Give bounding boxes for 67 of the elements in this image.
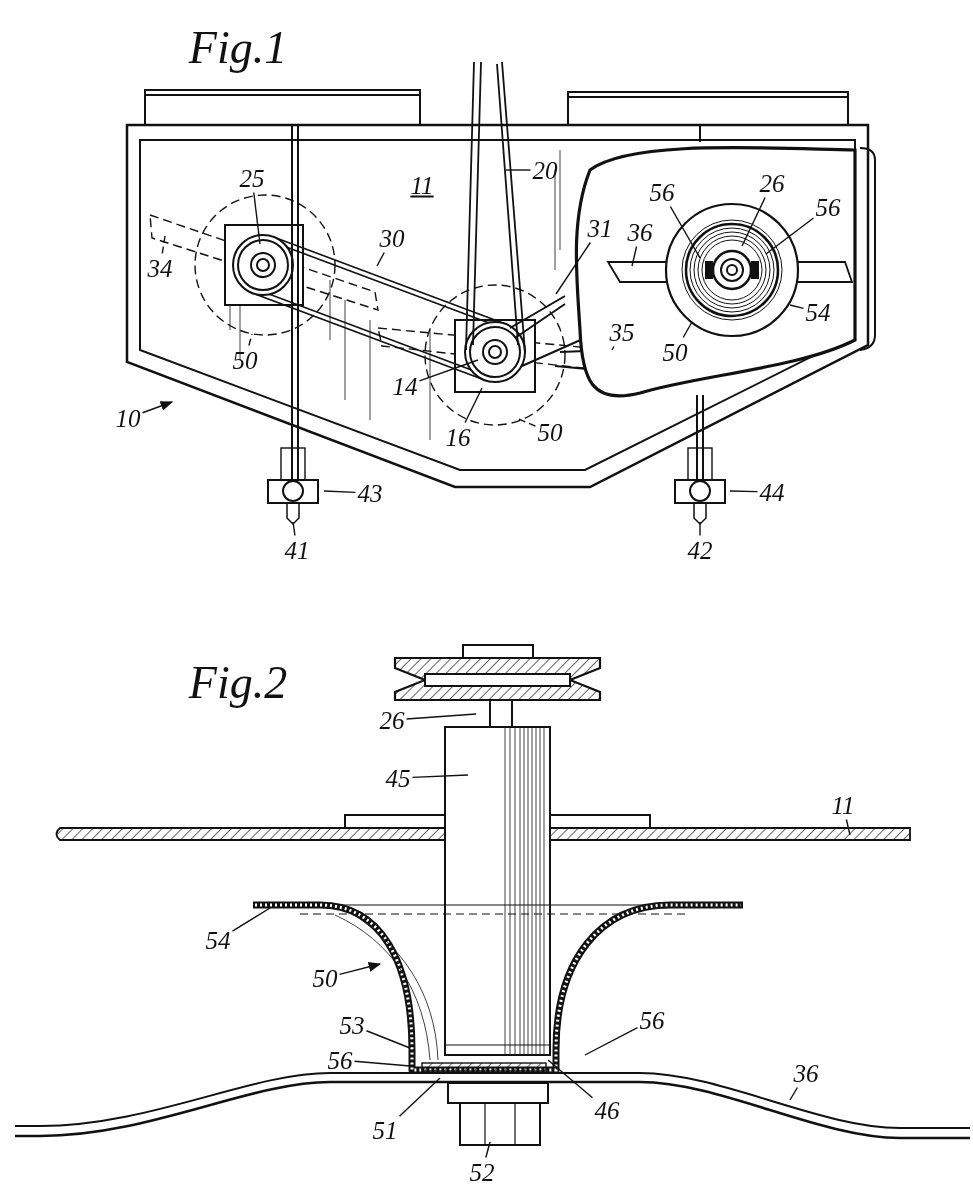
reference-numeral: 35 xyxy=(609,319,635,345)
reference-numeral: 31 xyxy=(587,215,613,241)
reference-numeral: 56 xyxy=(327,1047,353,1073)
leader-line xyxy=(398,1077,441,1117)
reference-numeral: 50 xyxy=(312,965,338,991)
leader-line xyxy=(418,359,479,382)
leader-line xyxy=(631,245,638,267)
figure-title: Fig.2 xyxy=(188,660,288,706)
leader-line xyxy=(505,169,532,171)
reference-numeral: 11 xyxy=(831,792,855,818)
leader-line xyxy=(376,251,385,267)
leader-line xyxy=(682,321,693,339)
reference-numeral: 16 xyxy=(445,424,471,450)
reference-numeral: 52 xyxy=(469,1159,495,1185)
leader-line xyxy=(547,1059,594,1099)
leader-line xyxy=(611,345,615,351)
leader-line xyxy=(411,774,469,779)
leader-line xyxy=(353,1060,411,1067)
reference-numeral: 44 xyxy=(759,479,785,505)
leader-line xyxy=(699,521,701,537)
reference-numeral: 54 xyxy=(205,927,231,953)
leader-line xyxy=(584,1026,639,1056)
reference-numeral: 50 xyxy=(662,339,688,365)
leader-line xyxy=(845,818,851,836)
reference-numeral: 50 xyxy=(537,419,563,445)
reference-numeral: 42 xyxy=(687,537,713,563)
leader-line xyxy=(161,235,166,255)
reference-numeral: 26 xyxy=(379,707,405,733)
reference-numeral: 43 xyxy=(357,480,383,506)
reference-numeral: 50 xyxy=(232,347,258,373)
reference-numeral: 41 xyxy=(284,537,310,563)
reference-numeral: 56 xyxy=(815,194,841,220)
leader-line xyxy=(365,1030,411,1049)
reference-numeral: 34 xyxy=(147,255,173,281)
leader-line xyxy=(141,401,174,414)
reference-numeral: 45 xyxy=(385,765,411,791)
reference-numeral: 53 xyxy=(339,1012,365,1038)
leader-line xyxy=(405,713,477,720)
leader-line xyxy=(765,217,815,255)
reference-numeral: 56 xyxy=(639,1007,665,1033)
reference-numeral: 56 xyxy=(649,179,675,205)
leader-line xyxy=(789,1086,799,1101)
reference-numeral: 11 xyxy=(410,172,434,198)
reference-numeral: 30 xyxy=(379,225,405,251)
reference-numeral: 51 xyxy=(372,1117,398,1143)
leader-line xyxy=(248,333,253,347)
reference-numeral: 26 xyxy=(759,170,785,196)
reference-numeral: 14 xyxy=(392,373,418,399)
leader-line xyxy=(741,196,766,247)
figure-title: Fig.1 xyxy=(188,25,288,71)
reference-numeral: 54 xyxy=(805,299,831,325)
reference-numeral: 10 xyxy=(115,405,141,431)
reference-numeral: 20 xyxy=(532,157,558,183)
reference-numeral: 46 xyxy=(594,1097,620,1123)
reference-numeral: 36 xyxy=(793,1060,819,1086)
leader-line xyxy=(555,241,592,295)
reference-numeral: 25 xyxy=(239,165,265,191)
leader-line xyxy=(323,490,357,494)
leader-line xyxy=(485,1141,491,1159)
reference-numeral: 36 xyxy=(627,219,653,245)
leader-line xyxy=(669,205,701,259)
leader-line xyxy=(729,490,759,493)
leader-line xyxy=(231,907,271,932)
leader-line xyxy=(338,961,382,975)
leader-line xyxy=(253,191,261,245)
leader-line xyxy=(789,304,805,310)
leader-line xyxy=(292,521,296,537)
